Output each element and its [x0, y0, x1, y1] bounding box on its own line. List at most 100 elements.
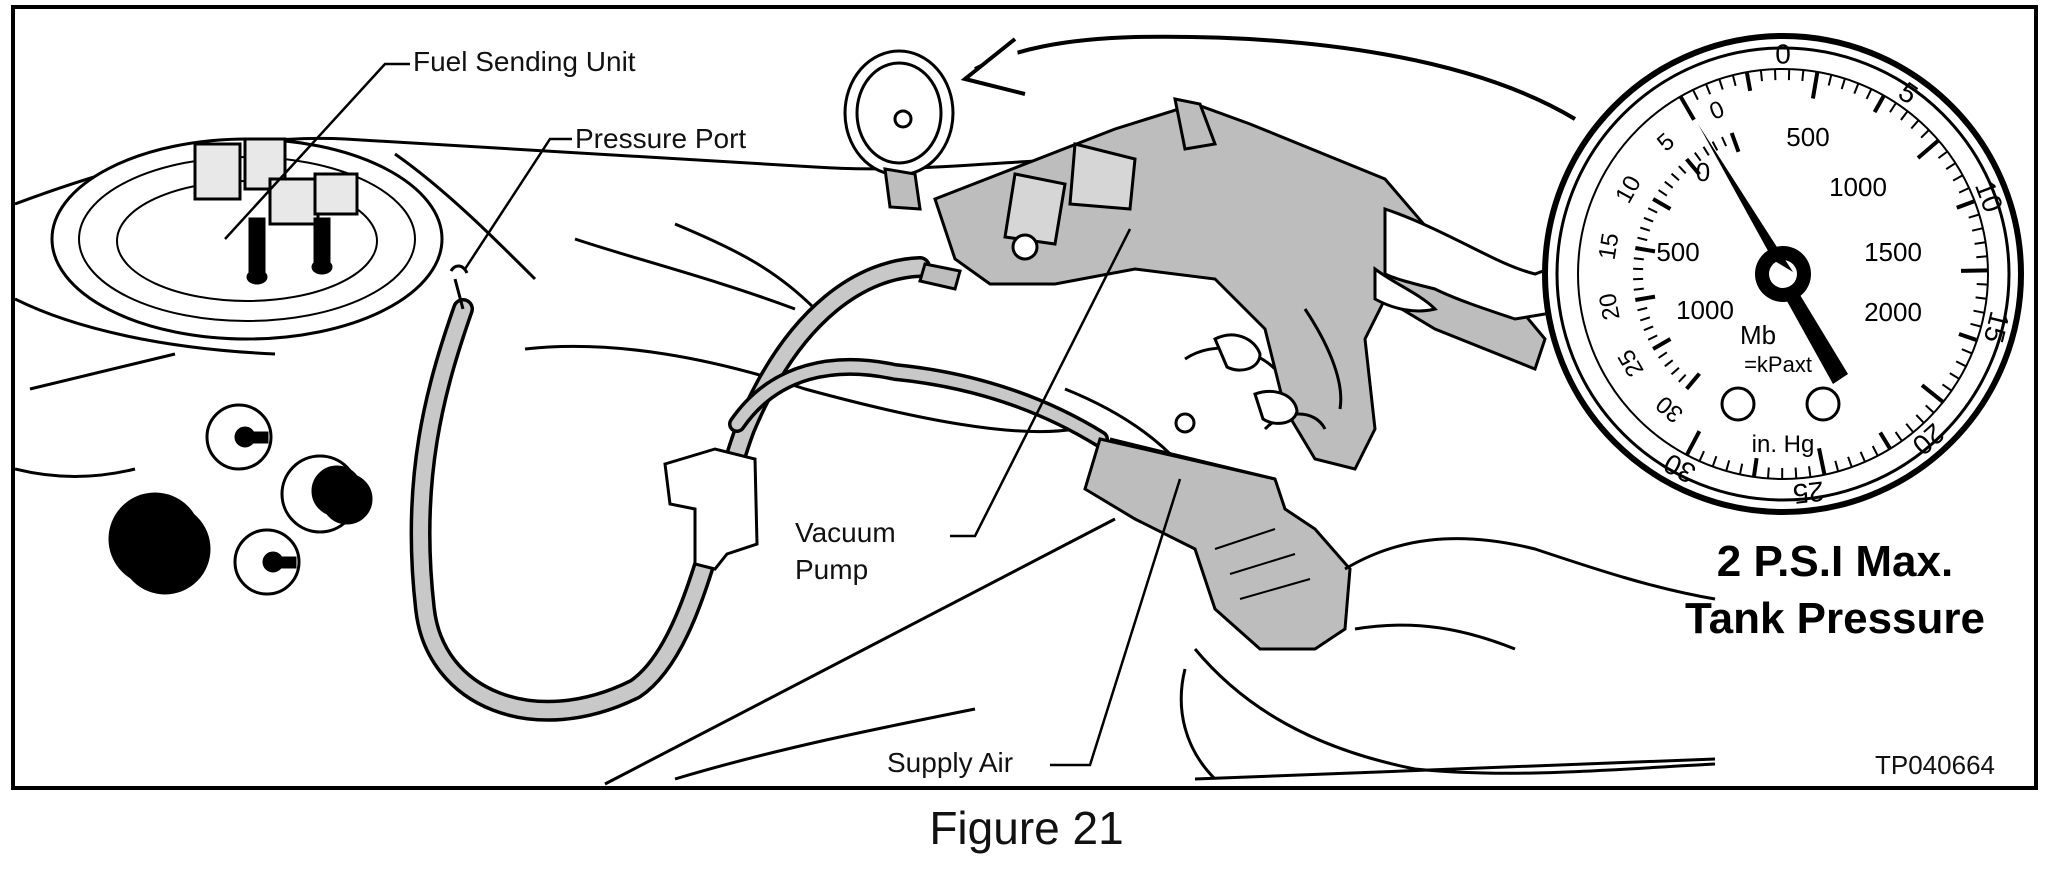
gauge-tick: [1711, 141, 1719, 151]
gauge-tick: [1976, 255, 1988, 259]
gauge-tick: [1698, 450, 1705, 462]
gauge-tick: [1637, 236, 1648, 242]
gauge-tick: [1647, 207, 1658, 214]
gauge-tick: [1744, 71, 1753, 92]
gauge-tick: [1974, 241, 1986, 245]
gauge-tick: [1685, 372, 1701, 391]
gauge-tick: [1970, 322, 1982, 328]
leader-lines: [224, 62, 1182, 767]
supply-air-gun: [1083, 412, 1352, 651]
gauge-tick: [1949, 372, 1960, 380]
gauge-tick: [1637, 306, 1648, 312]
gauge-label-psi: 15: [1978, 308, 2016, 346]
gauge-tick: [1960, 268, 1989, 273]
gauge-tick: [1871, 445, 1879, 457]
hose-clamp: [663, 447, 759, 571]
gauge-tick: [1639, 226, 1651, 232]
gauge-tick: [1664, 180, 1674, 189]
gauge-tick: [1794, 467, 1798, 479]
gauge-tick: [1702, 146, 1710, 156]
gauge-tick: [1958, 187, 1970, 194]
fuel-sending-unit: [50, 137, 444, 341]
gauge-tick: [1711, 455, 1718, 467]
gauge-unit-inhg: in. Hg: [1752, 431, 1815, 458]
gauge-label-mb-left: 1000: [1676, 295, 1734, 325]
gauge-tick: [1840, 78, 1846, 90]
gauge-label-mb: 500: [1786, 122, 1829, 152]
gauge-tick: [1894, 431, 1903, 442]
gauge-tick: [1952, 174, 1964, 182]
gauge-tick: [1751, 457, 1759, 478]
gauge-tick: [1973, 309, 1985, 314]
gauge-tick: [1961, 348, 1973, 355]
gauge-tick: [1634, 246, 1656, 254]
gauge-tick: [1729, 132, 1741, 153]
gauge-tick: [1731, 74, 1737, 87]
gauge-tick: [1853, 83, 1860, 94]
gauge-tick: [1910, 119, 1920, 130]
gauge-tick: [1652, 197, 1672, 211]
gauge-tick: [1956, 199, 1976, 210]
gauge-tick: [1808, 466, 1812, 478]
hand-air-gun: [1179, 537, 1716, 781]
gauge-tick: [1658, 351, 1668, 359]
gauge-tick: [1915, 414, 1925, 424]
gauge-tick: [1643, 325, 1654, 332]
gauge-label-psi: 0: [1775, 38, 1791, 69]
pump-gauge: [843, 49, 955, 211]
tank-fittings: [108, 403, 373, 596]
gauge-tick: [1633, 287, 1644, 291]
gauge-tick: [1718, 78, 1724, 90]
label-supply-air: Supply Air: [887, 747, 1014, 778]
gauge-tick: [1647, 334, 1658, 341]
part-number: TP040664: [1875, 750, 1995, 780]
gauge-label-mb: 2000: [1864, 297, 1922, 327]
gauge-tick: [1920, 383, 1945, 404]
gauge-unit-mb: Mb: [1740, 320, 1776, 350]
gauge-tick: [1801, 69, 1805, 82]
gauge-tick: [1878, 431, 1892, 450]
gauge-tick: [1900, 110, 1909, 121]
gauge-tick: [1685, 430, 1702, 456]
figure-caption: Figure 21: [929, 802, 1124, 854]
gauge-tick: [1693, 152, 1702, 162]
gauge-tick: [1859, 451, 1866, 463]
callout-arrow: [960, 34, 1577, 121]
gauge-tick: [1664, 359, 1674, 368]
gauge-tick: [1865, 88, 1873, 100]
gauge-tick: [1941, 383, 1953, 392]
gauge-tick: [1916, 138, 1940, 160]
gauge-label-mb: 0: [1696, 157, 1710, 187]
gauge-tick: [1976, 283, 1988, 286]
gauge-tick: [1759, 70, 1763, 82]
gauge-tick: [1692, 89, 1699, 101]
gauge-tick: [1738, 463, 1744, 475]
gauge-tick: [1725, 460, 1731, 472]
gauge-label-mb-left: 500: [1656, 237, 1699, 267]
gauge-tick: [1925, 404, 1935, 414]
illustration: 0510152025300510152025300500100015002000…: [15, 33, 2024, 786]
gauge-tick: [1670, 172, 1680, 182]
gauge-unit-kpa: =kPaxt: [1744, 352, 1812, 377]
gauge-tick: [1633, 257, 1644, 261]
gauge-tick: [1889, 102, 1897, 113]
gauge-tick: [1685, 157, 1701, 176]
gauge-label-psi: 25: [1791, 475, 1826, 509]
gauge-tick: [1958, 332, 1978, 343]
gauge-tick: [1810, 71, 1820, 99]
label-vacuum-pump-2: Pump: [795, 554, 869, 585]
gauge-tick: [1670, 366, 1680, 376]
gauge-tick: [1937, 150, 1948, 159]
gauge-tick: [1834, 460, 1840, 472]
gauge-tick: [1827, 74, 1833, 86]
gauge-tick: [1920, 129, 1930, 139]
gauge-tick: [1975, 296, 1987, 300]
gauge-tick: [1678, 95, 1696, 121]
gauge-tick: [1955, 360, 1967, 368]
gauge-tick: [1678, 165, 1687, 174]
gauge-tick: [1634, 294, 1656, 302]
gauge-tick: [1817, 447, 1827, 476]
gauge-tick: [1847, 456, 1853, 468]
gauge-tick: [1905, 423, 1914, 433]
